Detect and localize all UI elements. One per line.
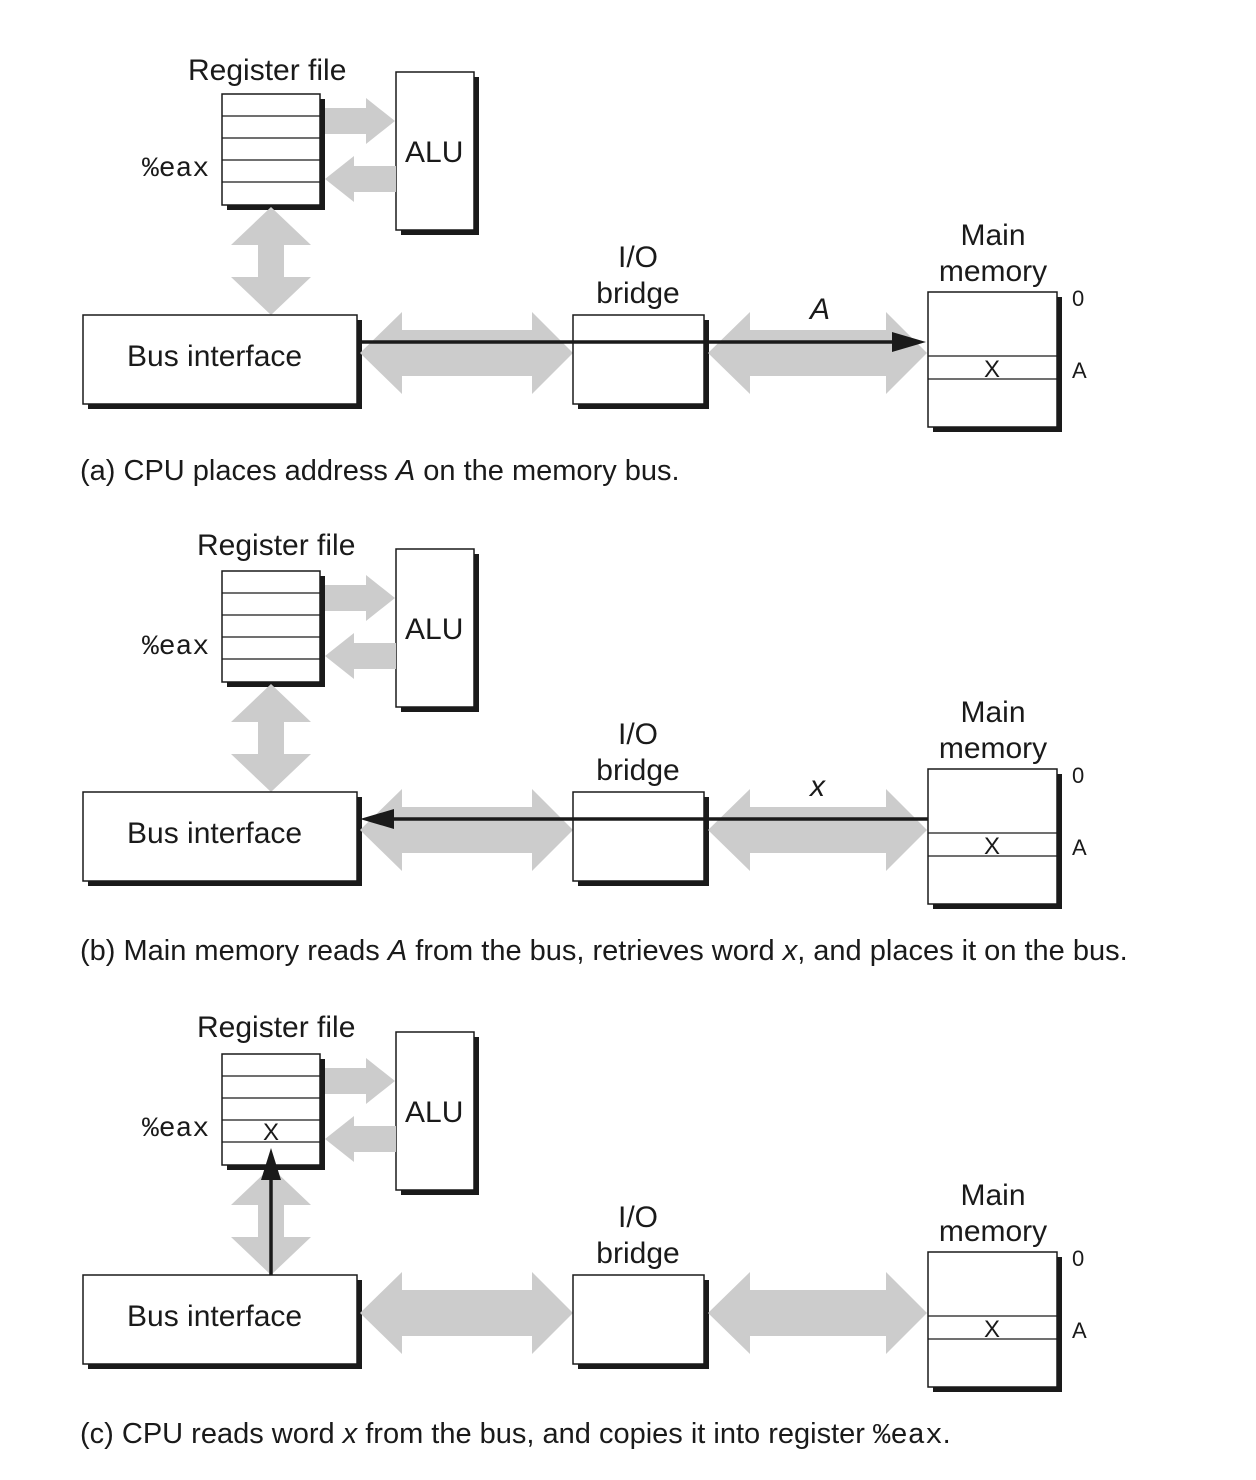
caption-text: , and places it on the bus. xyxy=(797,935,1128,967)
bus-interface-label: Bus interface xyxy=(127,1300,303,1333)
caption-text: (b) Main memory reads xyxy=(80,935,388,967)
bus-label: x xyxy=(810,770,825,803)
main-memory-label-line2: memory xyxy=(938,1215,1048,1248)
regfile-to-alu-arrow xyxy=(325,98,395,144)
eax-register-value: X xyxy=(263,1119,280,1146)
alu-box xyxy=(395,1031,475,1191)
main-memory-label-line2: memory xyxy=(938,732,1048,765)
alu-to-regfile-arrow xyxy=(325,633,396,679)
alu-label: ALU xyxy=(405,1096,464,1129)
bus-interface-label: Bus interface xyxy=(127,340,303,373)
memory-bus-arrow xyxy=(708,789,927,871)
memory-cell-value: X xyxy=(984,1316,1001,1343)
main-memory-label-line2: memory xyxy=(938,255,1048,288)
system-bus-arrow xyxy=(360,1272,573,1354)
system-bus-arrow xyxy=(360,312,573,394)
load-arrow xyxy=(261,1148,281,1275)
memory-address-a: A xyxy=(1072,358,1087,383)
bus-interface-label: Bus interface xyxy=(127,817,303,850)
regfile-bus-double-arrow xyxy=(231,684,311,792)
alu-label: ALU xyxy=(405,613,464,646)
memory-address-0: 0 xyxy=(1072,286,1085,311)
io-bridge-label-line1: I/O xyxy=(617,1201,658,1234)
eax-label: %eax xyxy=(142,154,210,185)
alu-to-regfile-arrow xyxy=(325,1116,396,1162)
memory-cell-value: X xyxy=(984,356,1001,383)
caption-emphasis: A xyxy=(387,935,408,967)
register-file xyxy=(221,93,325,210)
main-memory-label-line1: Main xyxy=(960,1179,1026,1212)
memory-address-0: 0 xyxy=(1072,1246,1085,1271)
caption-b: (b) Main memory reads A from the bus, re… xyxy=(80,937,1128,966)
memory-address-a: A xyxy=(1072,835,1087,860)
main-memory-label-line1: Main xyxy=(960,696,1026,729)
register-file-label: Register file xyxy=(197,529,356,562)
caption-text: on the memory bus. xyxy=(415,455,680,487)
caption-a: (a) CPU places address A on the memory b… xyxy=(80,457,680,486)
bus-interface-box xyxy=(82,791,358,882)
alu-box xyxy=(395,548,475,708)
caption-emphasis: x xyxy=(342,1418,358,1450)
io-bridge-label-line2: bridge xyxy=(596,754,680,787)
caption-text: from the bus, and copies it into registe… xyxy=(357,1418,873,1450)
register-file-label: Register file xyxy=(188,54,347,87)
panel-c: Register file ALU %eax X Bus interface I… xyxy=(0,960,1256,1451)
caption-code: %eax xyxy=(872,1419,943,1452)
caption-c: (c) CPU reads word x from the bus, and c… xyxy=(80,1418,951,1452)
io-bridge-box xyxy=(572,1274,705,1365)
regfile-to-alu-arrow xyxy=(325,575,395,621)
bus-interface-box xyxy=(82,1274,358,1365)
io-bridge-label-line1: I/O xyxy=(617,241,658,274)
register-file-label: Register file xyxy=(197,1011,356,1044)
memory-address-a: A xyxy=(1072,1318,1087,1343)
panel-b: Register file ALU %eax Bus interface I/O… xyxy=(0,477,1256,966)
caption-text: from the bus, retrieves word xyxy=(407,935,783,967)
io-bridge-box xyxy=(572,791,705,882)
io-bridge-label-line2: bridge xyxy=(596,277,680,310)
caption-emphasis: A xyxy=(395,455,416,487)
alu-to-regfile-arrow xyxy=(325,156,396,202)
bus-label: A xyxy=(810,293,831,326)
io-bridge-label-line1: I/O xyxy=(617,718,658,751)
main-memory-box xyxy=(927,291,1058,428)
caption-emphasis: x xyxy=(782,935,798,967)
bus-interface-box xyxy=(82,314,358,405)
panel-b-diagram xyxy=(82,548,1062,909)
panel-c-diagram xyxy=(82,1031,1062,1392)
eax-label: %eax xyxy=(142,632,210,663)
memory-bus-arrow xyxy=(708,312,927,394)
data-arrow xyxy=(360,809,928,829)
memory-cell-value: X xyxy=(984,833,1001,860)
alu-box xyxy=(395,71,475,231)
register-file xyxy=(221,570,325,687)
alu-label: ALU xyxy=(405,136,464,169)
system-bus-arrow xyxy=(360,789,573,871)
io-bridge-label-line2: bridge xyxy=(596,1237,680,1270)
main-memory-box xyxy=(927,768,1058,905)
regfile-bus-double-arrow xyxy=(231,207,311,315)
caption-text: . xyxy=(942,1418,951,1450)
regfile-to-alu-arrow xyxy=(325,1058,395,1104)
main-memory-box xyxy=(927,1251,1058,1388)
panel-a: Register file ALU %eax Bus interface I/O… xyxy=(0,0,1256,486)
eax-label: %eax xyxy=(142,1114,210,1145)
register-file xyxy=(221,1053,325,1170)
main-memory-label-line1: Main xyxy=(960,219,1026,252)
memory-bus-arrow xyxy=(708,1272,927,1354)
address-arrow xyxy=(360,332,926,352)
panel-a-diagram xyxy=(82,71,1062,432)
caption-text: (a) CPU places address xyxy=(80,455,396,487)
caption-text: (c) CPU reads word xyxy=(80,1418,343,1450)
io-bridge-box xyxy=(572,314,705,405)
memory-address-0: 0 xyxy=(1072,763,1085,788)
